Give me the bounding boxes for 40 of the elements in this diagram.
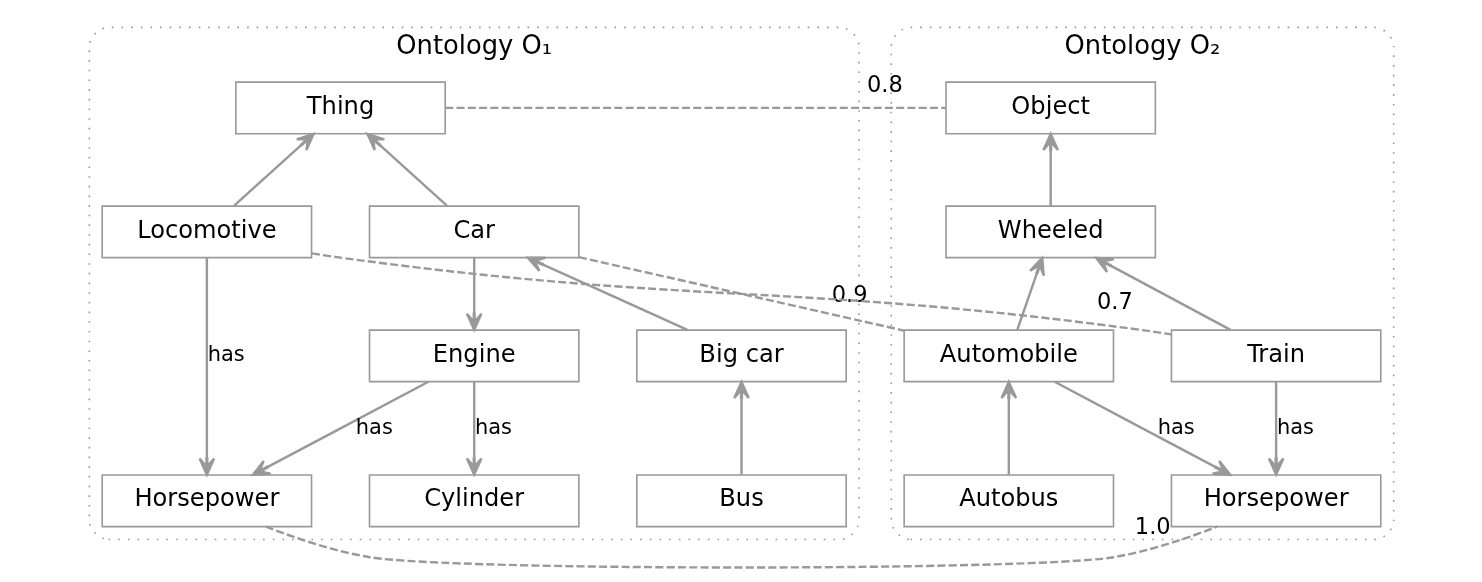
connector <box>311 252 1171 336</box>
arrow <box>1094 256 1231 331</box>
edge-label: has <box>474 414 512 439</box>
edge-label: has <box>1157 414 1195 439</box>
arrow <box>526 256 688 331</box>
edge-label: has <box>1276 414 1314 439</box>
node-box: Horsepower <box>100 474 312 528</box>
arrow <box>232 132 315 207</box>
arrow <box>465 257 483 332</box>
node-box: Car <box>368 205 580 259</box>
node-box: Autobus <box>902 474 1114 528</box>
node-box: Wheeled <box>944 205 1156 259</box>
node-box: Thing <box>234 81 446 135</box>
arrow <box>365 132 448 207</box>
node-box: Automobile <box>902 329 1114 383</box>
edge-label: 0.9 <box>831 280 868 307</box>
edge-label: 0.7 <box>1096 288 1133 315</box>
node-box: Horsepower <box>1170 474 1382 528</box>
edge-label: has <box>355 414 393 439</box>
connector <box>444 106 945 110</box>
node-box: Big car <box>635 329 847 383</box>
arrow <box>1015 256 1045 331</box>
node-box: Locomotive <box>100 205 312 259</box>
connector <box>264 525 1218 569</box>
node-box: Cylinder <box>368 474 580 528</box>
connector <box>578 256 904 332</box>
arrow <box>999 380 1017 475</box>
node-box: Bus <box>635 474 847 528</box>
arrow <box>1267 381 1285 476</box>
node-box: Object <box>944 81 1156 135</box>
arrow <box>1041 132 1059 206</box>
edge-label: 1.0 <box>1134 512 1171 539</box>
arrow <box>732 380 750 475</box>
arrow <box>251 380 429 477</box>
edge-label: has <box>207 342 245 367</box>
node-box: Train <box>1170 329 1382 383</box>
arrow <box>465 381 483 476</box>
node-box: Engine <box>368 329 580 383</box>
arrow <box>197 258 215 476</box>
arrow <box>1053 380 1231 477</box>
